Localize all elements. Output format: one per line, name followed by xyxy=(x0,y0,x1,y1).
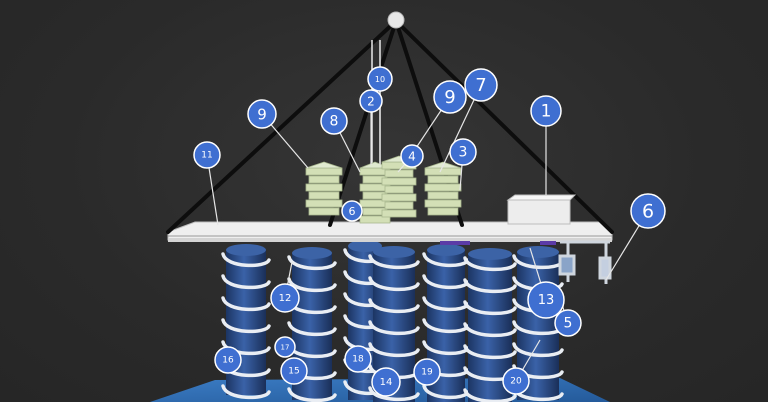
callout-label: 2 xyxy=(367,95,375,109)
callout-label: 6 xyxy=(642,201,654,223)
callout-label: 9 xyxy=(444,87,455,108)
callout-circle xyxy=(247,99,277,129)
callout-circle xyxy=(527,281,565,319)
callout-label: 17 xyxy=(281,344,290,352)
coil-pillar xyxy=(221,244,271,400)
callout-circle xyxy=(630,193,666,229)
callout-circle xyxy=(367,66,393,92)
callout-c3: 3 xyxy=(449,138,477,166)
callout-label: 18 xyxy=(352,355,364,365)
callout-label: 12 xyxy=(279,293,292,304)
callout-c18: 18 xyxy=(344,345,372,373)
callout-c6a: 6 xyxy=(630,193,666,229)
callout-c19: 19 xyxy=(413,358,441,386)
callout-circle xyxy=(280,357,308,385)
callout-circle xyxy=(413,358,441,386)
callout-c2: 2 xyxy=(359,89,383,113)
callout-label: 20 xyxy=(510,377,522,387)
building-group xyxy=(305,155,462,224)
coil-pillar xyxy=(287,247,337,402)
callout-circle xyxy=(193,141,221,169)
callout-circle xyxy=(433,80,467,114)
callout-label: 13 xyxy=(538,293,555,308)
accent-bar xyxy=(440,241,470,245)
callout-circle xyxy=(320,107,348,135)
callout-c7: 7 xyxy=(464,68,498,102)
side-arm xyxy=(558,240,612,284)
building-model xyxy=(424,161,462,216)
callout-label: 10 xyxy=(375,75,385,84)
callout-circle xyxy=(270,283,300,313)
equipment-box xyxy=(506,194,577,225)
callout-label: 9 xyxy=(257,106,267,124)
callout-c9a: 9 xyxy=(247,99,277,129)
callout-label: 3 xyxy=(459,145,468,161)
callout-label: 19 xyxy=(421,368,433,378)
callout-circle xyxy=(530,95,562,127)
apex-ball xyxy=(387,11,405,29)
callout-c9b: 9 xyxy=(433,80,467,114)
callout-label: 5 xyxy=(564,316,573,332)
callout-c13: 13 xyxy=(527,281,565,319)
callout-label: 15 xyxy=(288,367,299,377)
callout-circle xyxy=(214,346,242,374)
accent-bar xyxy=(540,241,556,245)
callout-circle xyxy=(359,89,383,113)
callout-circle xyxy=(371,367,401,397)
callout-circle xyxy=(274,336,296,358)
callout-circle xyxy=(464,68,498,102)
callout-circle xyxy=(449,138,477,166)
callout-c12: 12 xyxy=(270,283,300,313)
callout-circle xyxy=(554,309,582,337)
callout-c5: 5 xyxy=(554,309,582,337)
callout-c10: 10 xyxy=(367,66,393,92)
callout-c14: 14 xyxy=(371,367,401,397)
callout-c20: 20 xyxy=(502,367,530,395)
callout-c1: 1 xyxy=(530,95,562,127)
callout-label: 11 xyxy=(201,151,212,161)
callout-c8: 8 xyxy=(320,107,348,135)
callout-circle xyxy=(400,144,424,168)
callout-label: 8 xyxy=(330,114,339,130)
callout-circle xyxy=(502,367,530,395)
callout-label: 1 xyxy=(541,102,552,122)
callout-circle xyxy=(341,200,363,222)
callout-c15: 15 xyxy=(280,357,308,385)
platform-deck xyxy=(167,221,613,242)
callout-label: 4 xyxy=(408,150,416,164)
callout-c11: 11 xyxy=(193,141,221,169)
callout-c6b: 6 xyxy=(341,200,363,222)
callout-c16: 16 xyxy=(214,346,242,374)
callout-circle xyxy=(344,345,372,373)
callout-label: 16 xyxy=(222,356,234,366)
callout-label: 14 xyxy=(380,377,393,388)
callout-label: 7 xyxy=(475,75,486,96)
callout-c17: 17 xyxy=(274,336,296,358)
building-model xyxy=(305,161,343,216)
callout-c4: 4 xyxy=(400,144,424,168)
callout-label: 6 xyxy=(349,205,356,218)
